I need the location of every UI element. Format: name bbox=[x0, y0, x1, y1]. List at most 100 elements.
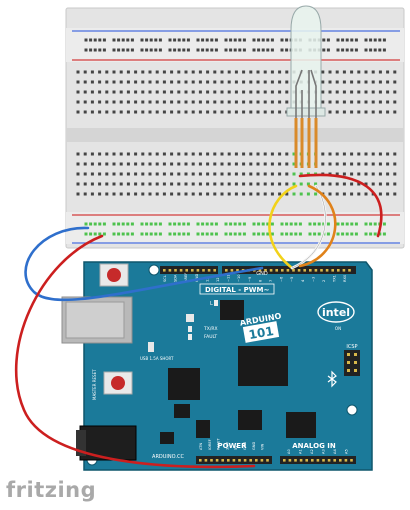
breadboard-hole bbox=[140, 48, 144, 52]
tx-rx-label: TX/RX bbox=[203, 326, 218, 332]
breadboard-hole bbox=[220, 100, 224, 104]
breadboard-hole bbox=[350, 110, 354, 114]
breadboard-hole bbox=[155, 110, 159, 114]
breadboard-hole bbox=[112, 110, 116, 114]
breadboard-hole bbox=[354, 48, 358, 52]
breadboard-hole bbox=[234, 110, 238, 114]
rgb-led-internal-leads bbox=[295, 69, 317, 118]
breadboard-hole bbox=[201, 38, 205, 42]
breadboard-hole bbox=[126, 48, 130, 52]
breadboard-hole bbox=[263, 80, 267, 84]
breadboard-hole bbox=[249, 152, 253, 156]
breadboard-hole bbox=[371, 70, 375, 74]
breadboard-hole bbox=[371, 152, 375, 156]
chip bbox=[220, 300, 244, 320]
breadboard-hole bbox=[119, 162, 123, 166]
bottom-power-rail bbox=[66, 212, 404, 244]
breadboard-hole bbox=[205, 38, 209, 42]
breadboard-hole bbox=[90, 90, 94, 94]
breadboard-hole bbox=[84, 38, 88, 42]
breadboard-hole bbox=[206, 172, 210, 176]
breadboard-hole bbox=[134, 80, 138, 84]
breadboard-hole bbox=[214, 38, 218, 42]
breadboard-hole bbox=[145, 232, 149, 236]
breadboard-hole bbox=[285, 172, 289, 176]
breadboard-hole bbox=[285, 100, 289, 104]
breadboard-hole bbox=[234, 152, 238, 156]
breadboard-hole bbox=[112, 172, 116, 176]
breadboard-hole bbox=[170, 100, 174, 104]
breadboard-hole bbox=[261, 232, 265, 236]
breadboard-hole bbox=[214, 48, 218, 52]
breadboard-hole bbox=[130, 222, 134, 226]
breadboard-hole bbox=[263, 152, 267, 156]
breadboard-hole bbox=[112, 90, 116, 94]
breadboard-hole bbox=[83, 162, 87, 166]
power-pin-label: RESET bbox=[217, 438, 221, 450]
breadboard-hole bbox=[393, 162, 397, 166]
breadboard-hole bbox=[184, 162, 188, 166]
breadboard-hole bbox=[249, 172, 253, 176]
breadboard-hole bbox=[198, 100, 202, 104]
header-pin bbox=[350, 459, 353, 462]
breadboard-hole bbox=[155, 172, 159, 176]
breadboard-hole bbox=[371, 162, 375, 166]
breadboard-hole bbox=[386, 100, 390, 104]
breadboard-hole bbox=[227, 110, 231, 114]
wire-yellow bbox=[268, 184, 298, 270]
breadboard-hole bbox=[256, 162, 260, 166]
reset-button-cap[interactable] bbox=[107, 268, 121, 282]
wires bbox=[14, 173, 383, 469]
breadboard-hole bbox=[198, 90, 202, 94]
breadboard-hole bbox=[357, 182, 361, 186]
breadboard-hole bbox=[249, 90, 253, 94]
breadboard-hole bbox=[198, 182, 202, 186]
breadboard-hole bbox=[336, 232, 340, 236]
breadboard-hole bbox=[322, 48, 326, 52]
breadboard-hole bbox=[173, 222, 177, 226]
breadboard-hole bbox=[350, 192, 354, 196]
breadboard-hole bbox=[158, 38, 162, 42]
header-pin bbox=[174, 269, 177, 272]
breadboard-hole bbox=[162, 70, 166, 74]
master-reset-button-cap[interactable] bbox=[111, 376, 125, 390]
breadboard-hole bbox=[154, 38, 158, 42]
breadboard-hole bbox=[141, 100, 145, 104]
breadboard-hole bbox=[249, 110, 253, 114]
breadboard-hole bbox=[126, 80, 130, 84]
breadboard-hole bbox=[357, 70, 361, 74]
breadboard-hole bbox=[162, 162, 166, 166]
breadboard-hole bbox=[173, 232, 177, 236]
breadboard-hole bbox=[234, 192, 238, 196]
breadboard-hole bbox=[206, 90, 210, 94]
breadboard-hole bbox=[322, 222, 326, 226]
breadboard-hole bbox=[270, 232, 274, 236]
breadboard-hole bbox=[102, 38, 106, 42]
breadboard-hole bbox=[206, 100, 210, 104]
breadboard-hole bbox=[313, 222, 317, 226]
breadboard-hole bbox=[134, 182, 138, 186]
breadboard-hole bbox=[177, 182, 181, 186]
breadboard-hole bbox=[378, 90, 382, 94]
breadboard-hole bbox=[256, 100, 260, 104]
breadboard-hole bbox=[335, 152, 339, 156]
breadboard-hole bbox=[149, 232, 153, 236]
breadboard-hole bbox=[285, 162, 289, 166]
header-pin bbox=[331, 269, 334, 272]
breadboard-hole bbox=[342, 172, 346, 176]
breadboard-hole bbox=[294, 222, 298, 226]
breadboard-hole bbox=[184, 70, 188, 74]
breadboard-hole bbox=[378, 162, 382, 166]
tx-rx-led bbox=[188, 326, 192, 332]
power-pin-label: GND bbox=[243, 442, 247, 450]
breadboard-hole bbox=[382, 222, 386, 226]
breadboard-hole bbox=[224, 222, 228, 226]
breadboard-hole bbox=[126, 162, 130, 166]
breadboard-hole bbox=[364, 70, 368, 74]
breadboard-hole bbox=[393, 110, 397, 114]
breadboard-hole bbox=[321, 90, 325, 94]
breadboard-hole bbox=[98, 70, 102, 74]
power-pin-label: ATN bbox=[199, 443, 203, 450]
header-pin bbox=[236, 269, 239, 272]
breadboard-hole bbox=[342, 90, 346, 94]
